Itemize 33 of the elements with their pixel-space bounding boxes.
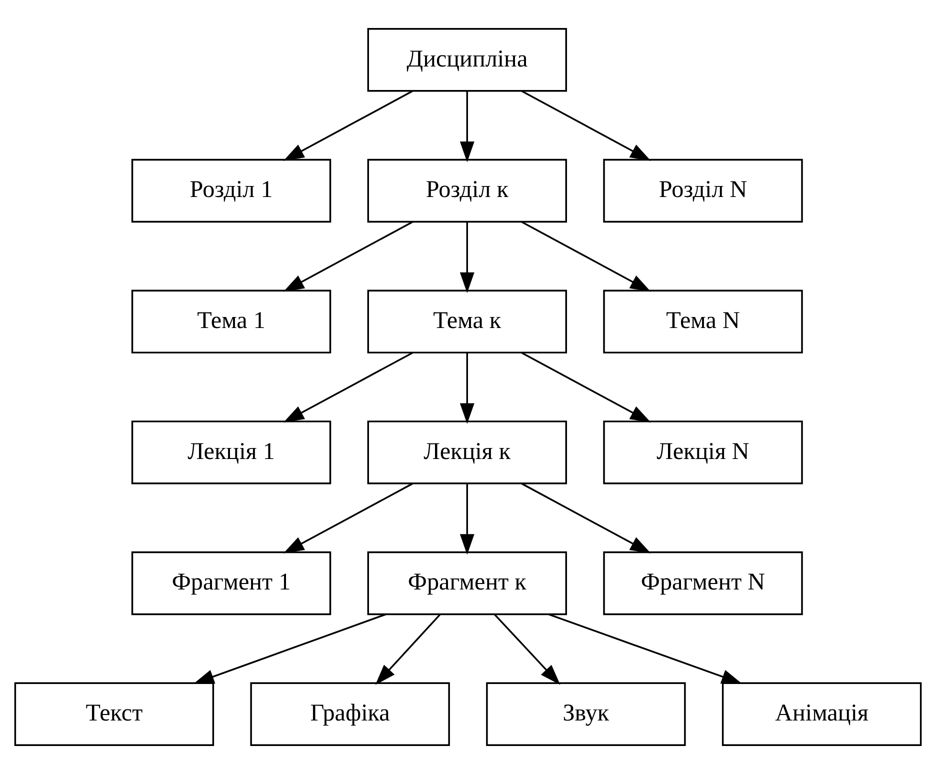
arrow — [521, 90, 651, 161]
arrow — [548, 614, 742, 684]
node-box: Фрагмент 1 — [131, 551, 332, 616]
node-box: Звук — [486, 682, 686, 746]
node-box: Фрагмент к — [367, 551, 567, 616]
node-box: Лекція N — [603, 420, 803, 484]
arrow — [283, 482, 413, 554]
node-box: Дисципліна — [367, 28, 567, 92]
arrow — [494, 614, 560, 685]
arrow — [283, 90, 413, 161]
node-box: Тема к — [367, 290, 567, 354]
arrow — [521, 352, 651, 423]
arrow — [460, 91, 474, 162]
arrow — [193, 614, 386, 684]
node-box: Лекція к — [367, 420, 567, 484]
arrow — [460, 352, 474, 424]
node-box: Розділ к — [367, 158, 567, 223]
arrow — [283, 352, 413, 423]
arrow — [460, 484, 474, 555]
node-box: Розділ N — [603, 158, 803, 223]
node-box: Тема 1 — [131, 290, 332, 354]
node-box: Графіка — [250, 682, 450, 746]
node-box: Анімація — [722, 682, 922, 746]
node-box: Розділ 1 — [131, 158, 332, 223]
node-box: Фрагмент N — [603, 551, 803, 616]
node-box: Тема N — [603, 290, 803, 354]
arrow — [375, 614, 441, 685]
arrow — [521, 221, 651, 292]
node-box: Лекція 1 — [131, 420, 332, 484]
node-box: Текст — [14, 682, 214, 746]
arrow — [460, 222, 474, 294]
arrow — [283, 221, 413, 292]
arrow — [521, 482, 651, 554]
